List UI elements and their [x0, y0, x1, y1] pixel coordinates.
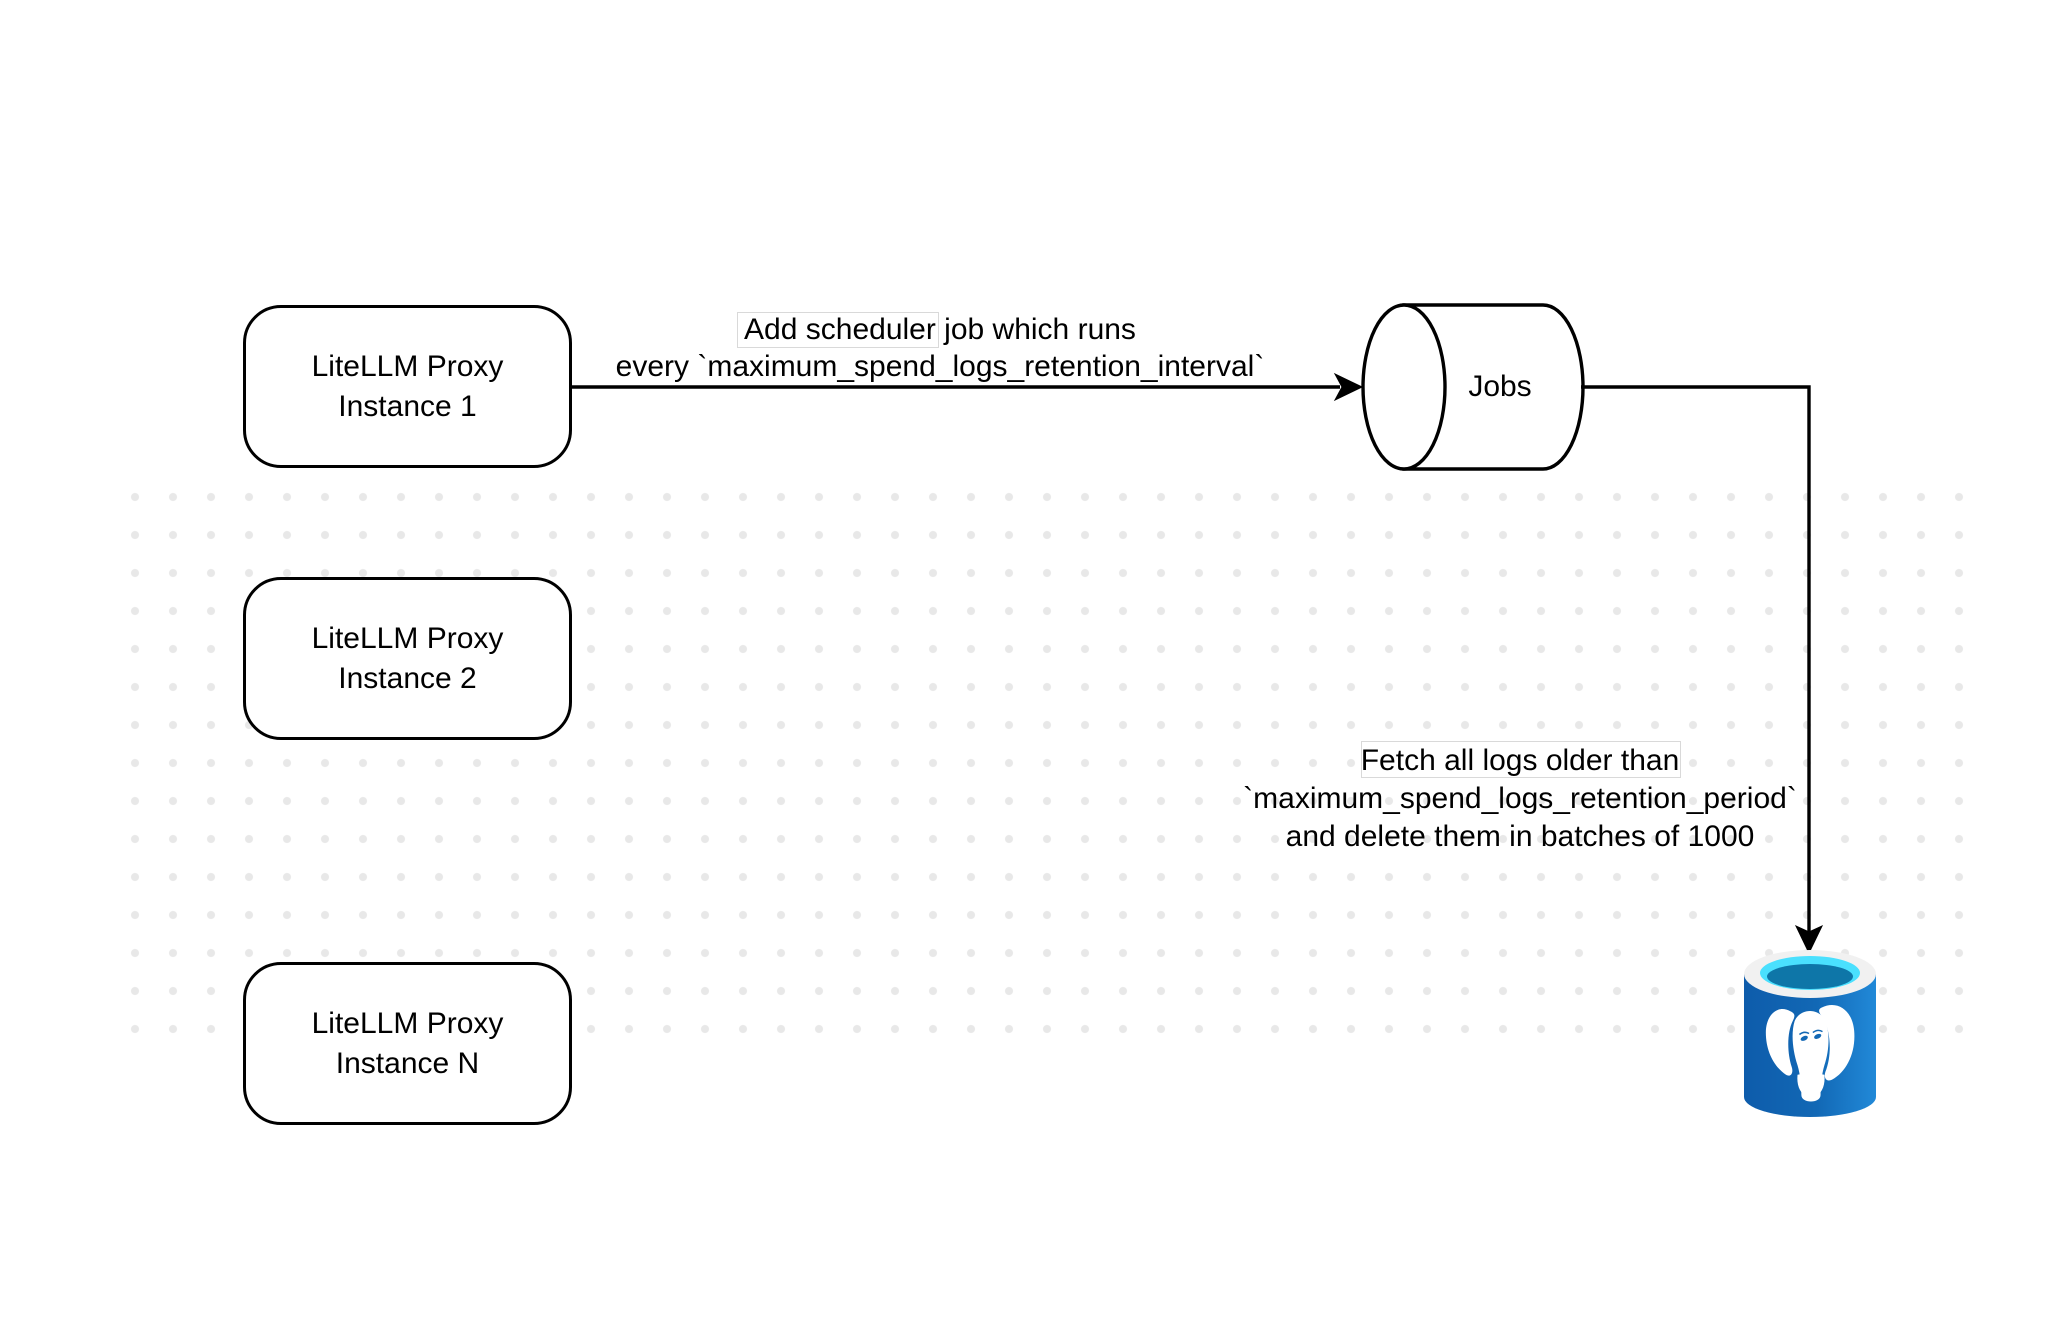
node-label-line: LiteLLM Proxy — [311, 349, 504, 383]
postgresql-database-icon[interactable] — [1742, 948, 1878, 1120]
db-opening-liquid — [1767, 964, 1853, 989]
edge-label-fetch-delete[interactable]: Fetch all logs older than `maximum_spend… — [1170, 742, 1870, 856]
node-label-line: LiteLLM Proxy — [311, 621, 504, 655]
edge-label-line: Add scheduler job which runs — [744, 313, 1136, 346]
jobs-label-text: Jobs — [1468, 370, 1532, 403]
node-litellm-proxy-instance-2[interactable]: LiteLLM Proxy Instance 2 — [243, 577, 572, 740]
node-label-line: Instance N — [335, 1046, 480, 1080]
edge-label-line: `maximum_spend_logs_retention_period` — [1243, 782, 1797, 815]
node-label-line: Instance 1 — [338, 389, 477, 423]
node-label-line: Instance 2 — [338, 661, 477, 695]
jobs-cylinder-shape[interactable] — [1361, 303, 1585, 471]
node-label-line: LiteLLM Proxy — [311, 1006, 504, 1040]
label-background-chip — [1361, 741, 1681, 778]
edge-add-scheduler-job[interactable] — [572, 372, 1364, 402]
jobs-queue-label[interactable]: Jobs — [1424, 367, 1576, 407]
edge-label-line: and delete them in batches of 1000 — [1285, 820, 1755, 853]
edge-label-add-scheduler[interactable]: Add scheduler job which runs every `maxi… — [540, 311, 1340, 385]
edge-label-line: Fetch all logs older than — [1360, 744, 1680, 777]
edge-label-line: every `maximum_spend_logs_retention_inte… — [615, 350, 1265, 383]
edge-fetch-delete-logs[interactable] — [1581, 385, 1824, 955]
node-litellm-proxy-instance-1[interactable]: LiteLLM Proxy Instance 1 — [243, 305, 572, 468]
label-background-chip — [737, 312, 939, 348]
postgres-elephant — [1765, 1004, 1855, 1102]
node-litellm-proxy-instance-n[interactable]: LiteLLM Proxy Instance N — [243, 962, 572, 1125]
